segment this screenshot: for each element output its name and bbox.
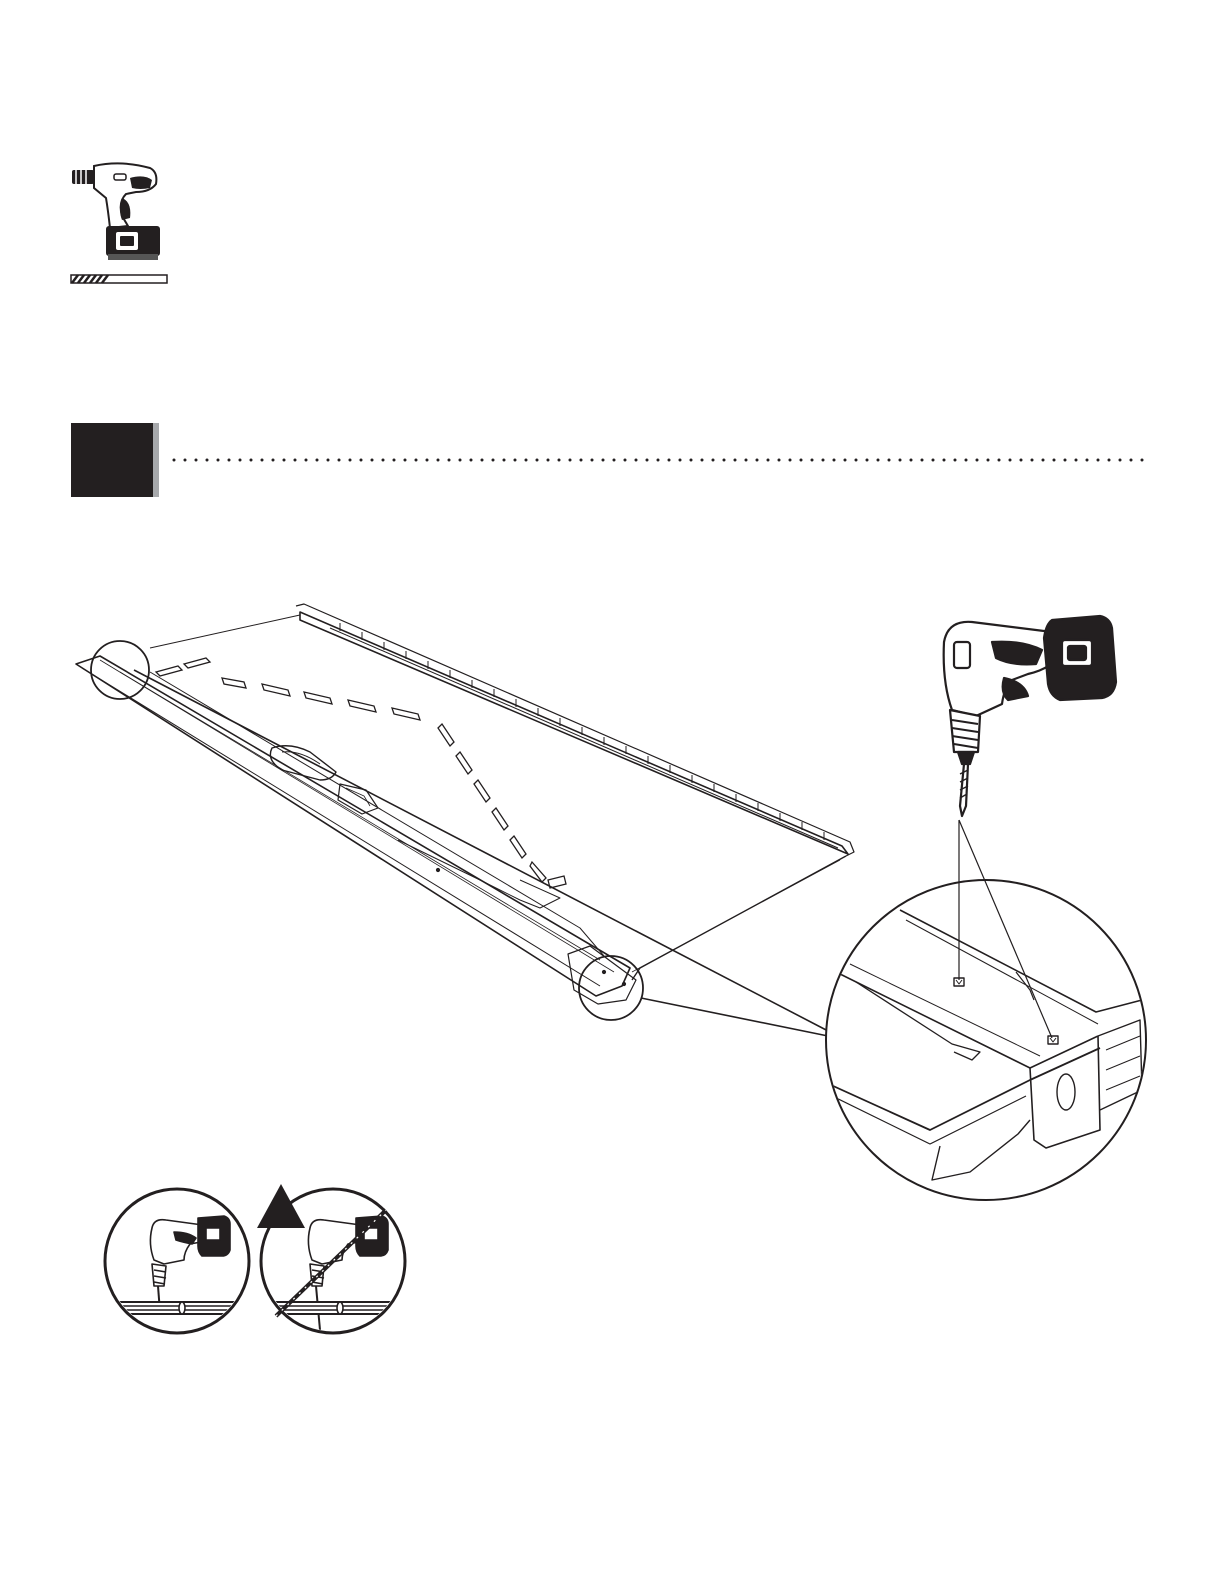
dashed-support-path [156, 658, 566, 888]
drill-straight-icon [105, 1189, 250, 1333]
step-badge-block [71, 423, 153, 497]
drill-icon-large [932, 612, 1118, 822]
step-badge [71, 423, 159, 497]
step-divider [172, 456, 1147, 464]
drill-bit-icon [70, 274, 168, 284]
back-rail [300, 612, 848, 854]
magnified-corner-detail [820, 820, 1146, 1200]
drilling-tips [100, 1180, 420, 1342]
drill-icon [66, 158, 170, 290]
tools-panel [66, 158, 170, 290]
